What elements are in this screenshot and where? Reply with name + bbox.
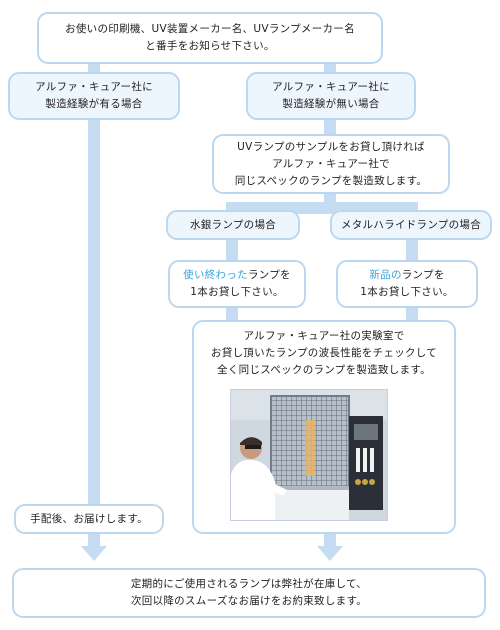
- connector-used-down: [226, 306, 238, 322]
- connector-top-right: [324, 62, 336, 74]
- used-lamp-box: 使い終わったランプを 1本お貸し下さい。: [168, 260, 306, 308]
- lab-photo: [230, 389, 388, 521]
- sample-box: UVランプのサンプルをお貸し頂ければ アルファ・キュアー社で 同じスペックのラン…: [212, 134, 450, 194]
- connector-metal-down: [406, 238, 418, 262]
- right-case-line2: 製造経験が無い場合: [282, 98, 380, 110]
- right-case-box: アルファ・キュアー社に 製造経験が無い場合: [246, 72, 416, 120]
- new-lamp-rest: ランプを: [401, 269, 445, 281]
- used-lamp-highlight: 使い終わった: [183, 269, 248, 281]
- new-lamp-highlight: 新品の: [369, 269, 402, 281]
- left-case-box: アルファ・キュアー社に 製造経験が有る場合: [8, 72, 180, 120]
- metal-halide-box: メタルハライドランプの場合: [330, 210, 492, 240]
- final-line2: 次回以降のスムーズなお届けをお約束致します。: [130, 595, 368, 607]
- info-request-line1: お使いの印刷機、UV装置メーカー名、UVランプメーカー名: [65, 23, 355, 35]
- info-request-line2: と番手をお知らせ下さい。: [145, 40, 275, 52]
- connector-mercury-down: [226, 238, 238, 262]
- connector-new-down: [406, 306, 418, 322]
- arrow-left-down: [81, 546, 107, 561]
- mercury-label: 水銀ランプの場合: [189, 218, 277, 231]
- info-request-box: お使いの印刷機、UV装置メーカー名、UVランプメーカー名 と番手をお知らせ下さい…: [37, 12, 383, 64]
- connector-top-left: [88, 62, 100, 74]
- metal-halide-label: メタルハライドランプの場合: [340, 218, 482, 231]
- sample-line3: 同じスペックのランプを製造致します。: [234, 174, 428, 187]
- final-box: 定期的にご使用されるランプは弊社が在庫して、 次回以降のスムーズなお届けをお約束…: [12, 568, 486, 618]
- arrow-right-down: [317, 546, 343, 561]
- deliver-label: 手配後、お届けします。: [30, 512, 148, 525]
- lab-line3: 全く同じスペックのランプを製造致します。: [217, 364, 431, 376]
- new-lamp-box: 新品のランプを 1本お貸し下さい。: [336, 260, 478, 308]
- left-case-line1: アルファ・キュアー社に: [35, 81, 153, 93]
- new-lamp-line2: 1本お貸し下さい。: [360, 286, 454, 298]
- mercury-box: 水銀ランプの場合: [166, 210, 300, 240]
- used-lamp-rest: ランプを: [247, 269, 291, 281]
- sample-line1: UVランプのサンプルをお貸し頂ければ: [237, 140, 425, 153]
- sample-line2: アルファ・キュアー社で: [272, 157, 390, 170]
- connector-lab-down: [324, 532, 336, 546]
- left-case-line2: 製造経験が有る場合: [45, 98, 143, 110]
- deliver-box: 手配後、お届けします。: [14, 504, 164, 534]
- lab-line2: お貸し頂いたランプの波長性能をチェックして: [210, 347, 438, 359]
- final-line1: 定期的にご使用されるランプは弊社が在庫して、: [130, 578, 368, 590]
- used-lamp-line2: 1本お貸し下さい。: [190, 286, 284, 298]
- connector-right-1: [324, 118, 336, 136]
- connector-left-trunk: [88, 118, 100, 506]
- lab-line1: アルファ・キュアー社の実験室で: [243, 330, 405, 342]
- right-case-line1: アルファ・キュアー社に: [272, 81, 390, 93]
